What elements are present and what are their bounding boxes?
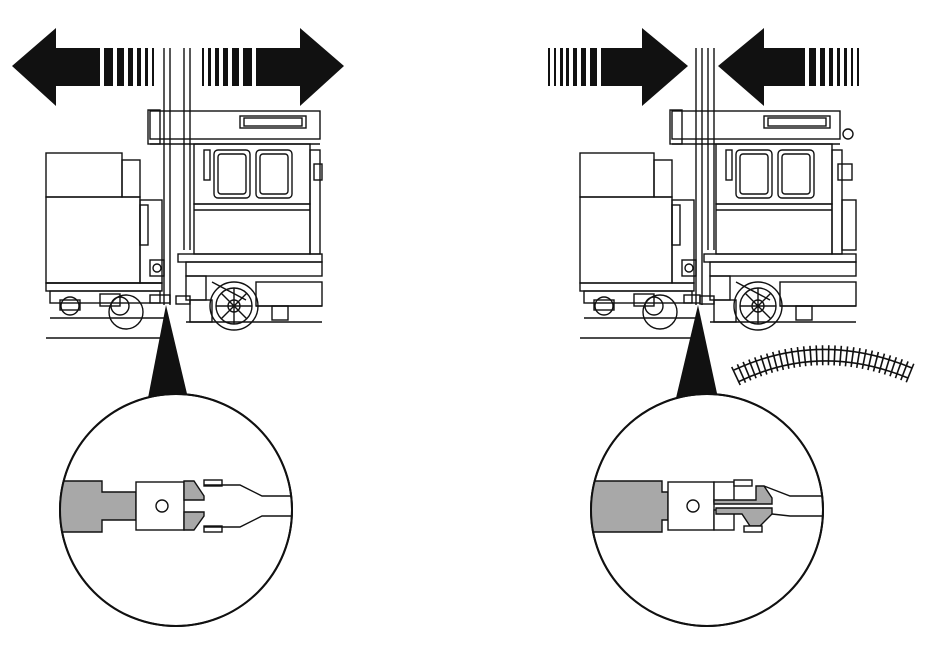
track-tie (868, 351, 872, 371)
right-panel (548, 28, 914, 626)
right-arrow-inward (718, 28, 859, 106)
right-zoom-pointer (676, 305, 718, 398)
track-tie (810, 346, 811, 366)
track-tie (862, 349, 866, 369)
left-magnifier (40, 394, 300, 626)
track-tie (834, 345, 835, 365)
right-locomotive-drawing (580, 48, 856, 338)
right-magnifier (570, 394, 830, 626)
left-arrow-outward (12, 28, 154, 106)
left-locomotive-drawing (46, 48, 322, 338)
track-tie (816, 345, 817, 365)
left-zoom-pointer (148, 305, 188, 398)
track-tie (845, 346, 847, 366)
right-coupler-shaft (570, 481, 668, 532)
left-panel (12, 28, 344, 626)
track-tie (797, 347, 800, 367)
left-arrow-inward (548, 28, 688, 106)
track-tie (851, 347, 854, 367)
track-tie (857, 348, 860, 368)
track-tie (840, 346, 842, 366)
track-ties (732, 345, 914, 385)
track-tie (804, 346, 806, 366)
right-arrow-outward (202, 28, 344, 106)
